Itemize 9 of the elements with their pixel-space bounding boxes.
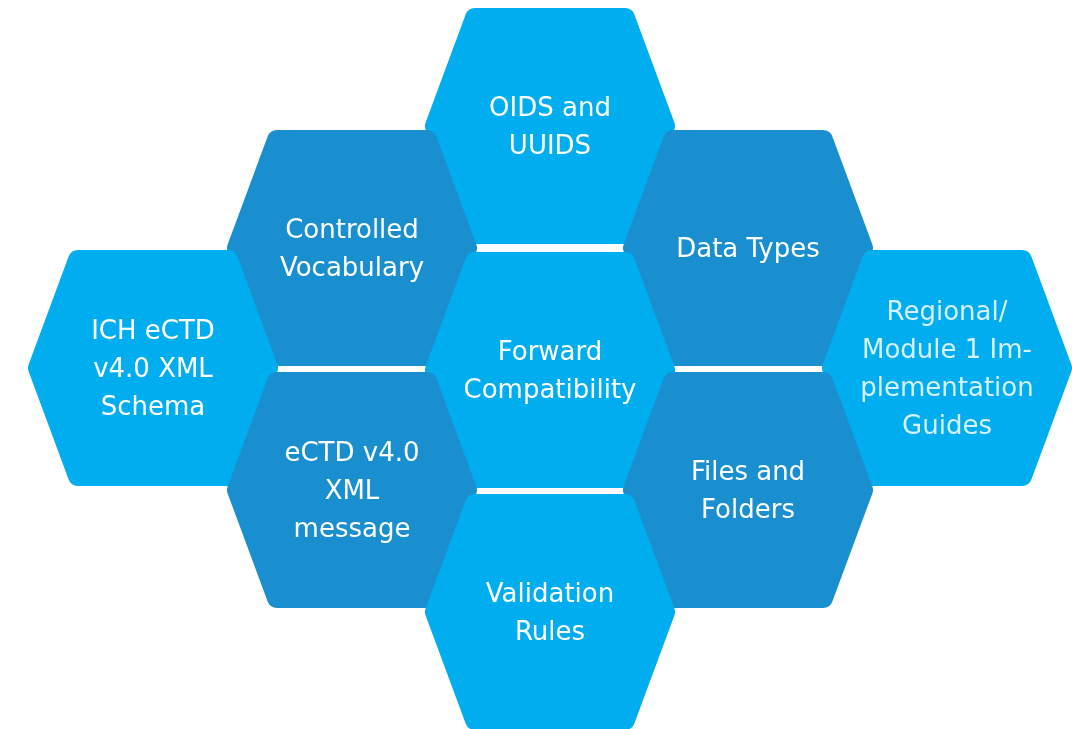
- hexagon-label: Controlled Vocabulary: [278, 213, 426, 284]
- hexagon-label: Data Types: [675, 232, 821, 265]
- hexagon-label: ICH eCTD v4.0 XML Schema: [90, 314, 216, 423]
- hexagon-label: eCTD v4.0 XML message: [283, 436, 421, 545]
- hexagon-label: Regional/ Module 1 Im- plementation Guides: [859, 295, 1035, 442]
- hexagon-label: Files and Folders: [689, 455, 807, 526]
- hexagon-label: Validation Rules: [484, 577, 616, 648]
- hexagon-label: Forward Compatibility: [462, 335, 638, 406]
- hexagon-label: OIDS and UUIDS: [488, 91, 612, 162]
